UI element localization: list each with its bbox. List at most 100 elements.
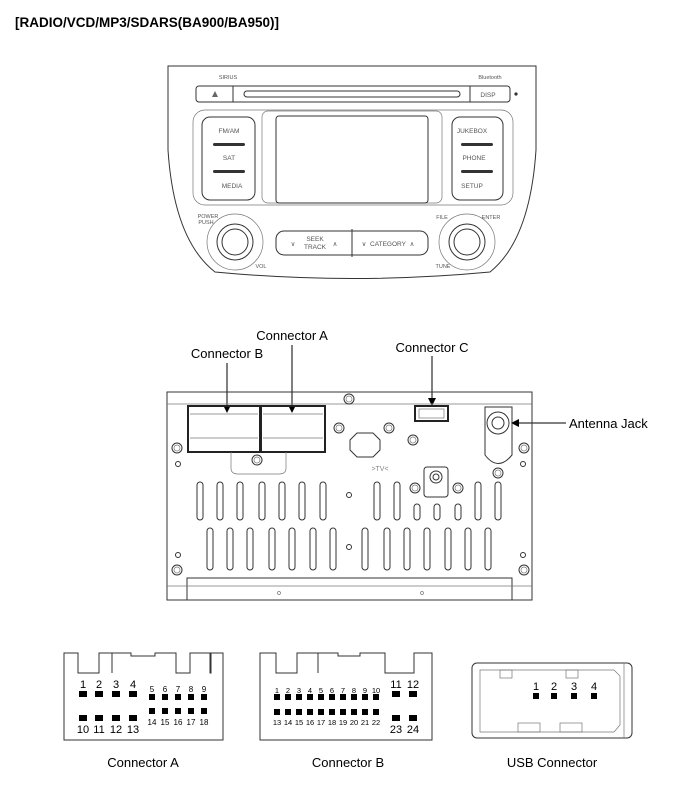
connector-a-pinout: Connector A bbox=[63, 652, 224, 770]
bluetooth-logo: Bluetooth bbox=[478, 75, 501, 81]
screw-icon bbox=[251, 454, 263, 466]
screw-icon bbox=[518, 442, 530, 454]
pin bbox=[79, 691, 87, 697]
pin bbox=[533, 693, 539, 699]
pin bbox=[307, 694, 313, 700]
connector-b-pinout: Connector B bbox=[259, 652, 433, 770]
fm-am-button: FM/AM bbox=[219, 128, 240, 135]
usb-connector-pinout: USB Connector bbox=[471, 662, 633, 770]
screw-icon bbox=[452, 482, 464, 494]
pin-number: 5 bbox=[319, 686, 323, 695]
vent-slot bbox=[196, 481, 204, 521]
pin-number: 2 bbox=[96, 679, 102, 691]
pin bbox=[392, 691, 400, 697]
pin-number: 6 bbox=[163, 685, 168, 694]
pin bbox=[362, 709, 368, 715]
vent-slot bbox=[216, 481, 224, 521]
pin bbox=[175, 708, 181, 714]
vent-slot bbox=[494, 481, 502, 521]
cd-bar bbox=[195, 85, 511, 103]
pin-number: 3 bbox=[297, 686, 301, 695]
tune-label: TUNE bbox=[436, 264, 451, 270]
pin-number: 18 bbox=[200, 718, 209, 727]
screw-icon bbox=[333, 422, 345, 434]
vent-slot bbox=[393, 481, 401, 521]
pin bbox=[329, 694, 335, 700]
pin-number: 8 bbox=[352, 686, 356, 695]
tv-mark: >TV< bbox=[371, 466, 388, 473]
pin bbox=[409, 715, 417, 721]
mount-hole bbox=[175, 461, 181, 467]
pin bbox=[162, 694, 168, 700]
pin-number: 1 bbox=[80, 679, 86, 691]
enter-label: ENTER bbox=[482, 215, 501, 221]
pin-number: 1 bbox=[533, 681, 539, 693]
jukebox-button: JUKEBOX bbox=[457, 128, 488, 135]
pin-number: 11 bbox=[390, 679, 401, 691]
pin bbox=[188, 694, 194, 700]
pin-number: 18 bbox=[328, 718, 336, 727]
pin bbox=[362, 694, 368, 700]
phone-button: PHONE bbox=[462, 155, 486, 162]
pin-number: 4 bbox=[308, 686, 312, 695]
pin-number: 19 bbox=[339, 718, 347, 727]
pin-number: 2 bbox=[286, 686, 290, 695]
radio-faceplate: SIRIUS Bluetooth DISP FM/AM SAT MEDIA JU… bbox=[167, 65, 537, 279]
pin-number: 13 bbox=[127, 724, 139, 736]
sirius-logo: SIRIUS bbox=[219, 75, 238, 81]
pin bbox=[95, 715, 103, 721]
pin bbox=[351, 709, 357, 715]
svg-text:∧: ∧ bbox=[333, 241, 338, 248]
pin-number: 7 bbox=[176, 685, 181, 694]
pin-number: 23 bbox=[390, 724, 402, 736]
antenna-jack bbox=[486, 411, 510, 435]
pin-number: 16 bbox=[174, 718, 183, 727]
mount-hole bbox=[520, 461, 526, 467]
antenna-bracket bbox=[484, 406, 513, 464]
vent-slot bbox=[403, 527, 411, 571]
vent-slot bbox=[464, 527, 472, 571]
screw-icon bbox=[171, 564, 183, 576]
pin-number: 8 bbox=[189, 685, 194, 694]
category-label: CATEGORY bbox=[370, 241, 407, 248]
pin bbox=[351, 694, 357, 700]
pin-number: 17 bbox=[317, 718, 325, 727]
pin bbox=[79, 715, 87, 721]
vent-slot bbox=[288, 527, 296, 571]
pin bbox=[129, 691, 137, 697]
pin-number: 20 bbox=[350, 718, 358, 727]
cd-slot bbox=[243, 90, 461, 98]
pin-number: 15 bbox=[295, 718, 303, 727]
pin bbox=[274, 709, 280, 715]
tune-knob bbox=[448, 223, 486, 261]
svg-text:∨: ∨ bbox=[362, 241, 367, 248]
faceplate-outline bbox=[167, 65, 537, 279]
vent-slot bbox=[413, 503, 421, 521]
inner-panel bbox=[192, 109, 514, 206]
pin-number: 15 bbox=[161, 718, 170, 727]
vent-slot bbox=[206, 527, 214, 571]
pin-number: 13 bbox=[273, 718, 281, 727]
vent-slot bbox=[246, 527, 254, 571]
mount-hole bbox=[520, 552, 526, 558]
pin bbox=[551, 693, 557, 699]
vent-slot bbox=[226, 527, 234, 571]
connector-a-housing bbox=[260, 405, 326, 453]
right-button-group bbox=[451, 116, 504, 201]
vent-slot bbox=[329, 527, 337, 571]
pin bbox=[340, 694, 346, 700]
display-screen bbox=[275, 115, 429, 204]
vent-slot bbox=[484, 527, 492, 571]
seek-label: SEEK bbox=[306, 236, 324, 243]
vent-slot bbox=[309, 527, 317, 571]
connector-c-housing bbox=[414, 405, 449, 422]
media-button: MEDIA bbox=[222, 183, 243, 190]
vent-slot bbox=[373, 481, 381, 521]
pin-number: 3 bbox=[113, 679, 119, 691]
pin bbox=[307, 709, 313, 715]
vol-label: VOL bbox=[255, 264, 266, 270]
pin bbox=[285, 709, 291, 715]
pin-number: 16 bbox=[306, 718, 314, 727]
sat-button: SAT bbox=[223, 155, 235, 162]
